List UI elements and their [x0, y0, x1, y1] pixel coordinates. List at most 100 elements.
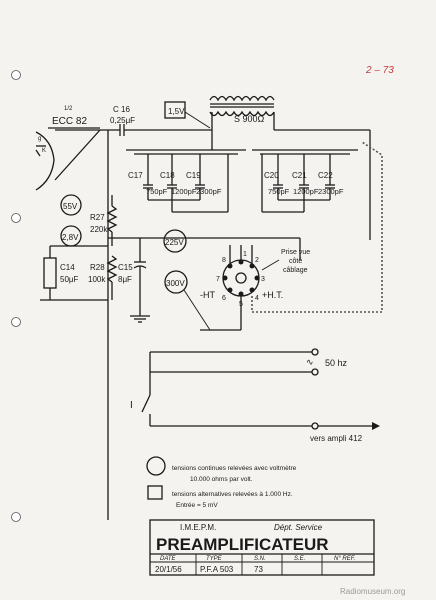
- c15-name: C15: [118, 263, 133, 272]
- tube-cathode-line: [35, 149, 41, 157]
- title-value-sn: 73: [254, 565, 263, 574]
- r27-zigzag: [106, 205, 118, 233]
- tube-fraction: 1/2: [64, 106, 73, 112]
- voltage-box-pointer: [184, 111, 211, 129]
- watermark: Radiomuseum.org: [340, 587, 405, 596]
- socket-plus-ht: +H.T.: [262, 290, 283, 300]
- socket-pin: [254, 275, 260, 281]
- r28-value: 100k: [88, 275, 106, 284]
- socket-minus-ht: -HT: [200, 290, 215, 300]
- mains-switch-blade: [141, 394, 151, 413]
- title-org: I.M.E.P.M.: [180, 523, 216, 532]
- output-arrow: [372, 422, 380, 430]
- tube-envelope: [35, 131, 55, 191]
- title-header-date: DATE: [160, 556, 177, 562]
- tube-pin-k: K: [42, 148, 46, 154]
- socket-pin-1: 1: [243, 251, 247, 258]
- voltage-circle-55: [60, 194, 82, 216]
- legend-ac-line1: tensions alternatives relevées à 1.000 H…: [172, 491, 293, 498]
- socket-pin-3: 3: [261, 276, 265, 283]
- c16-name: C 16: [113, 105, 130, 114]
- title-dept: Dépt. Service: [274, 523, 323, 532]
- voltage-circle-2-8-value: 2,8V: [62, 233, 79, 242]
- title-value-date: 20/1/56: [155, 565, 182, 574]
- voltage-300-pointer: [183, 289, 211, 331]
- transformer-primary-coil: [209, 95, 275, 102]
- voltage-circle-225-value: 225V: [165, 238, 184, 247]
- r28-zigzag: [106, 255, 118, 283]
- mains-terminal-top: [311, 348, 319, 356]
- socket-note-line3: câblage: [283, 267, 308, 274]
- c22-name: C22: [318, 171, 333, 180]
- output-terminal: [311, 422, 319, 430]
- voltage-circle-225: [163, 229, 187, 253]
- socket-note-line2: côté: [289, 258, 302, 265]
- transformer-label: S 900Ω: [234, 114, 265, 124]
- mains-switch-label: I: [130, 400, 133, 411]
- socket-pin: [227, 287, 233, 293]
- title-header-type: TYPE: [206, 556, 223, 562]
- legend-dc-line1: tensions continues relevées avec voltmèt…: [172, 465, 297, 472]
- punch-hole: [11, 213, 21, 223]
- r27-value: 220k: [90, 225, 108, 234]
- corner-note: 2 – 73: [365, 65, 394, 76]
- socket-pin-7: 7: [216, 276, 220, 283]
- shielded-cable: [251, 141, 383, 313]
- c19-name: C19: [186, 171, 201, 180]
- c18-value: 1200pF: [171, 187, 197, 196]
- octal-socket-key: [235, 272, 247, 284]
- c19-value: 2300pF: [196, 187, 222, 196]
- legend-ac-box: [147, 485, 163, 500]
- c17-value: 750pF: [146, 187, 168, 196]
- output-label: vers ampli 412: [310, 434, 363, 443]
- legend-dc-line2: 10.000 ohms par volt.: [190, 476, 253, 483]
- c14-body: [43, 257, 57, 289]
- r27-name: R27: [90, 213, 105, 222]
- title-header-se: S.E.: [294, 556, 305, 562]
- socket-pin-4: 4: [255, 295, 259, 302]
- legend-dc-circle: [146, 456, 166, 476]
- c21-value: 1200pF: [293, 187, 319, 196]
- socket-pin-8: 8: [222, 257, 226, 264]
- c20-name: C20: [264, 171, 279, 180]
- c18-name: C18: [160, 171, 175, 180]
- title-value-type: P.F.A 503: [200, 565, 234, 574]
- legend-ac-line2: Entrée = 5 mV: [176, 502, 218, 509]
- voltage-box-ac: [164, 101, 186, 119]
- mains-frequency: 50 hz: [325, 358, 348, 368]
- title-main: PREAMPLIFICATEUR: [156, 535, 329, 554]
- c17-name: C17: [128, 171, 143, 180]
- c20-value: 750pF: [268, 187, 290, 196]
- title-header-ref: N° REF.: [334, 556, 355, 562]
- c21-name: C21: [292, 171, 307, 180]
- socket-pin-2: 2: [255, 257, 259, 264]
- c16-value: 0,25μF: [110, 116, 135, 125]
- voltage-circle-55-value: 55V: [63, 202, 78, 211]
- c14-value: 50μF: [60, 275, 79, 284]
- plate-diagonal-wire: [54, 129, 101, 181]
- punch-hole: [11, 512, 21, 522]
- socket-pin-6: 6: [222, 295, 226, 302]
- mains-tilde: ∿: [306, 357, 314, 367]
- socket-pin: [222, 275, 228, 281]
- voltage-circle-300-value: 300V: [166, 279, 185, 288]
- title-header-sn: S.N.: [254, 556, 266, 562]
- title-block: [149, 519, 375, 576]
- socket-note-line1: Prise vue: [281, 249, 310, 256]
- socket-note-pointer: [261, 259, 280, 271]
- transformer-secondary-coil: [209, 110, 275, 117]
- tube-name: ECC 82: [52, 116, 87, 127]
- punch-hole: [11, 317, 21, 327]
- voltage-circle-300: [164, 270, 188, 294]
- tube-pin-g: g: [38, 136, 41, 142]
- c22-value: 2300pF: [318, 187, 344, 196]
- voltage-box-ac-value: 1,5V: [168, 107, 185, 116]
- r28-name: R28: [90, 263, 105, 272]
- punch-hole: [11, 70, 21, 80]
- c15-value: 8μF: [118, 275, 132, 284]
- mains-terminal-bottom: [311, 368, 319, 376]
- c14-name: C14: [60, 263, 75, 272]
- socket-pin: [249, 287, 255, 293]
